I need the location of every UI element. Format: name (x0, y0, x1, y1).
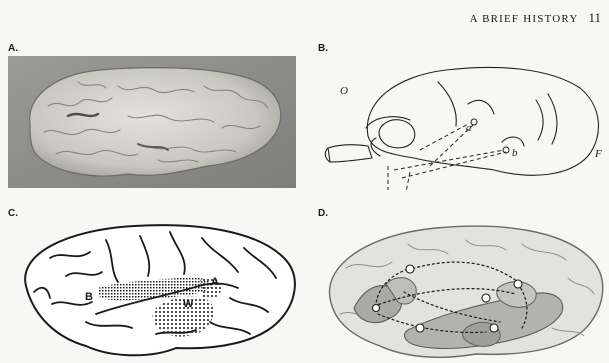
panel-c-lesion-outline (6, 218, 302, 360)
panel-a-label: A. (8, 43, 18, 54)
panel-c-mark-a: A (211, 276, 219, 288)
panel-b-mark-o: O (340, 85, 348, 97)
panel-b-mark-b: b (512, 147, 518, 159)
page-number: 11 (588, 10, 601, 25)
panel-c-mark-w: W (183, 298, 193, 310)
panel-c-mark-b: B (85, 291, 93, 303)
running-head: A BRIEF HISTORY 11 (470, 10, 601, 26)
running-head-title: A BRIEF HISTORY (470, 13, 579, 25)
panel-b-mark-f: F (595, 148, 602, 160)
panel-a-brain-photograph (8, 56, 296, 188)
panel-b-schematic-diagram (318, 54, 608, 194)
panel-b-mark-a: a (466, 122, 472, 134)
panel-b-label: B. (318, 43, 328, 54)
panel-d-network-diagram (316, 218, 608, 360)
